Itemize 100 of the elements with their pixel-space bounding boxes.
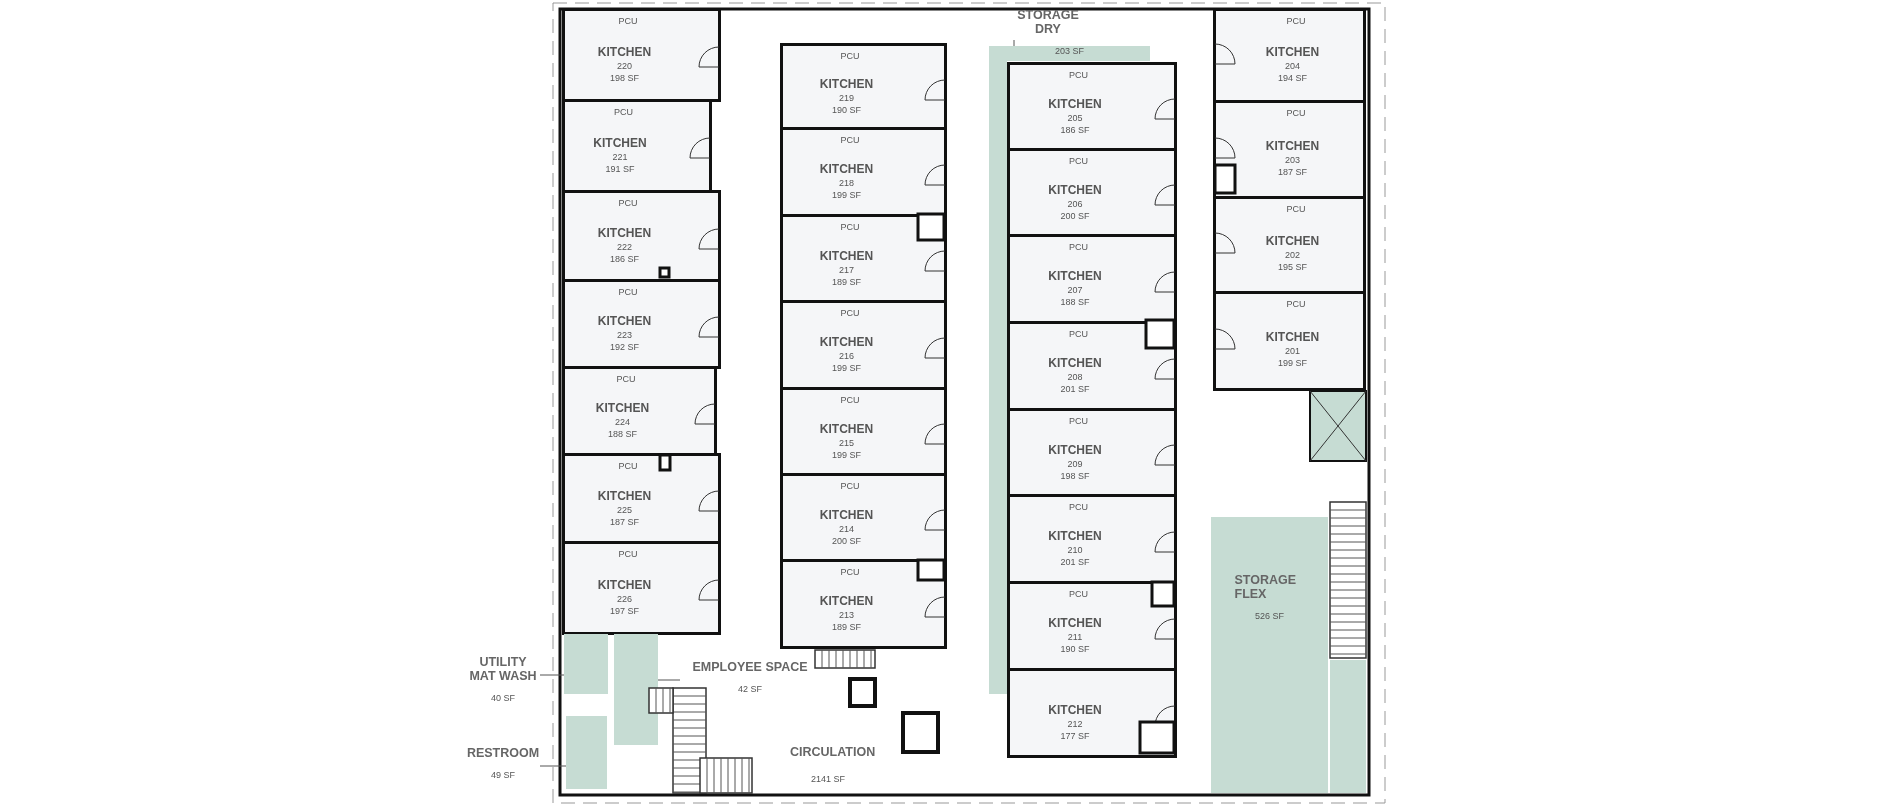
room-area: 186 SF [610, 254, 639, 264]
room-name: KITCHEN [819, 162, 874, 176]
leader-line [657, 679, 681, 681]
unit-code: PCU [618, 461, 638, 471]
kitchen-room [562, 190, 721, 282]
room-number: 208 [1067, 372, 1083, 382]
room-area [614, 634, 658, 745]
room-name: KITCHEN [1048, 356, 1102, 370]
room-area: 190 SF [1060, 644, 1090, 654]
room-number: 210 [1067, 545, 1083, 555]
kitchen-room [780, 127, 947, 217]
room-area [566, 716, 607, 789]
kitchen-room [1213, 100, 1366, 199]
kitchen-room [1213, 196, 1366, 294]
room-area: 199 SF [832, 363, 861, 373]
kitchen-room [780, 387, 947, 476]
room-area: 42 SF [738, 684, 762, 694]
room-number: 224 [615, 417, 630, 427]
room-name: KITCHEN [595, 401, 650, 415]
kitchen-room [780, 43, 947, 130]
room-number: 201 [1285, 346, 1300, 356]
room-number: 203 [1285, 155, 1300, 165]
kitchen-room [1213, 291, 1366, 391]
unit-code: PCU [1286, 16, 1306, 26]
kitchen-room [1007, 234, 1177, 324]
kitchen-room [1007, 494, 1177, 584]
kitchen-room [1007, 668, 1177, 758]
room-name: KITCHEN [1048, 97, 1102, 111]
unit-code: PCU [840, 567, 860, 577]
unit-code: PCU [1069, 416, 1088, 426]
room-area: 189 SF [832, 277, 861, 287]
unit-code: PCU [1069, 329, 1088, 339]
room-area: 194 SF [1278, 73, 1307, 83]
kitchen-room [1007, 321, 1177, 411]
room-name: KITCHEN [1048, 616, 1102, 630]
room-name: KITCHEN [819, 594, 874, 608]
kitchen-room [562, 453, 721, 544]
area-size: 2141 SF [811, 774, 846, 784]
room-number: 205 [1067, 113, 1083, 123]
room-number: 202 [1285, 250, 1300, 260]
room-area: 526 SF [1255, 611, 1284, 621]
room-name: UTILITY MAT WASH [468, 655, 538, 683]
unit-code: PCU [614, 107, 633, 117]
room-number: 213 [839, 610, 854, 620]
room-name: KITCHEN [819, 249, 874, 263]
room-name: KITCHEN [819, 508, 874, 522]
unit-code: PCU [840, 308, 860, 318]
room-number: 216 [839, 351, 854, 361]
room-area: 190 SF [832, 105, 861, 115]
leader-line [1013, 39, 1015, 47]
unit-code: PCU [840, 222, 860, 232]
kitchen-room [1007, 148, 1177, 237]
kitchen-room [780, 214, 947, 303]
room-name: KITCHEN [819, 77, 874, 91]
kitchen-room [1007, 408, 1177, 497]
unit-code: PCU [840, 135, 860, 145]
area-name: CIRCULATION [790, 745, 876, 759]
room-name: KITCHEN [597, 578, 652, 592]
room-name: STORAGE FLEX [1234, 573, 1298, 601]
room-number: 215 [839, 438, 854, 448]
room-area: 201 SF [1060, 384, 1090, 394]
room-number: 219 [839, 93, 854, 103]
room-name: KITCHEN [1265, 234, 1320, 248]
kitchen-room [780, 473, 947, 562]
unit-code: PCU [618, 198, 638, 208]
room-name: KITCHEN [1048, 269, 1102, 283]
room-area: 199 SF [832, 450, 861, 460]
room-name: KITCHEN [593, 136, 647, 150]
storage-area [989, 46, 1150, 61]
unit-code: PCU [1286, 299, 1306, 309]
room-number: 211 [1067, 632, 1083, 642]
room-number: 209 [1067, 459, 1083, 469]
room-name: KITCHEN [1048, 183, 1102, 197]
room-area: 201 SF [1060, 557, 1090, 567]
room-area: 200 SF [832, 536, 861, 546]
room-area: 49 SF [491, 770, 515, 780]
room-name: KITCHEN [597, 226, 652, 240]
room-area: 200 SF [1060, 211, 1090, 221]
room-name: STORAGE DRY [1016, 8, 1080, 36]
kitchen-room [1213, 8, 1366, 103]
room-number: 222 [617, 242, 632, 252]
room-area: 195 SF [1278, 262, 1307, 272]
room-name: KITCHEN [1048, 703, 1102, 717]
room-name: KITCHEN [1048, 529, 1102, 543]
unit-code: PCU [618, 16, 638, 26]
unit-code: PCU [1069, 156, 1088, 166]
room-area: 188 SF [1060, 297, 1090, 307]
unit-code: PCU [840, 395, 860, 405]
room-name: KITCHEN [1265, 330, 1320, 344]
room-area: 187 SF [610, 517, 639, 527]
room-name: EMPLOYEE SPACE [692, 660, 808, 674]
room-number: 226 [617, 594, 632, 604]
kitchen-room [562, 366, 717, 456]
room-number: 225 [617, 505, 632, 515]
storage-room [1211, 517, 1328, 793]
room-name: KITCHEN [597, 314, 652, 328]
room-number: 206 [1067, 199, 1083, 209]
room-area: 191 SF [605, 164, 635, 174]
room-number: 223 [617, 330, 632, 340]
room-area: 187 SF [1278, 167, 1307, 177]
